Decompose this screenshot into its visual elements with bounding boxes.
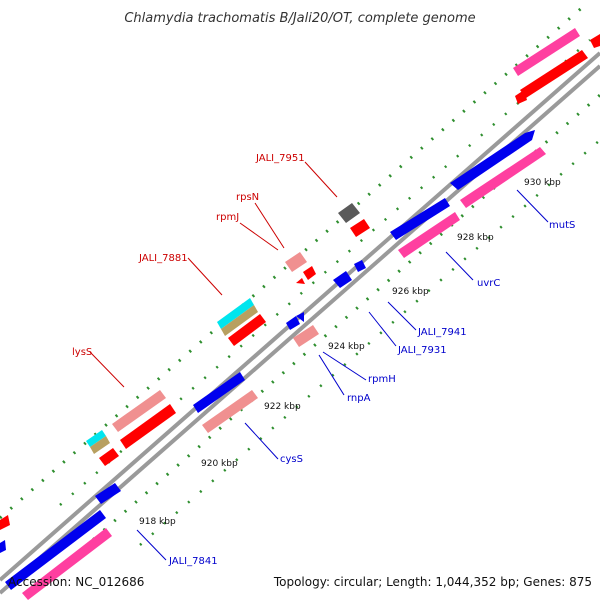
gene-cyan-small [86,430,106,447]
inner-tick-track-upper [59,39,591,506]
gene-blue-left-edge [0,540,6,553]
topology-text: Topology: circular; Length: 1,044,352 bp… [273,575,592,589]
gene-rpmH [286,316,300,330]
label-jali-7951: JALI_7951 [255,153,305,164]
label-uvrC: uvrC [477,278,500,289]
map-title: Chlamydia trachomatis B/Jali20/OT, compl… [124,11,475,26]
kbp-label-930: 930 kbp [524,178,561,188]
gene-rnpA [293,325,319,347]
gene-red-lysS [120,404,176,449]
red-leader-lines [89,161,338,388]
gene-rpmH-2 [296,312,304,322]
gene-blue-small-926 [354,260,366,272]
gene-jali-7841 [5,510,106,590]
label-rpmH: rpmH [368,374,396,385]
gene-jali-7941 [333,271,352,288]
gene-rpmJ [303,266,316,280]
kbp-label-926: 926 kbp [392,287,429,297]
gene-top-right-edge [590,34,600,48]
gene-blue-918 [95,483,121,504]
gene-pink-928 [398,212,460,258]
gene-tan-small [90,436,110,454]
kbp-label-920: 920 kbp [201,459,238,469]
label-rpsN: rpsN [236,192,259,203]
label-jali-7941: JALI_7941 [417,327,467,338]
gene-top-right-pink [513,28,580,76]
gene-pink-930 [460,147,546,208]
inner-tick-track-lower [139,139,600,546]
label-rpmJ: rpmJ [216,212,239,223]
label-mutS: mutS [549,220,575,231]
gene-jali-7881-cyan [217,298,254,329]
gene-pink-918 [22,528,112,600]
gene-rpsN [285,252,307,272]
accession-text: Accession: NC_012686 [8,575,144,589]
kbp-label-922: 922 kbp [264,402,301,412]
kbp-label-918: 918 kbp [139,517,176,527]
gene-cysS [193,372,245,413]
gene-rpmJ-small [296,278,305,284]
kbp-label-924: 924 kbp [328,342,365,352]
label-cysS: cysS [280,454,303,465]
gene-top-right-small [515,90,527,104]
gene-red-near-7951 [350,219,370,237]
gene-blue-930 [450,130,535,190]
blue-leader-lines [136,189,549,561]
label-rnpA: rnpA [347,393,371,404]
gene-jali-7881-tan [221,305,258,336]
label-jali-7931: JALI_7931 [397,345,447,356]
gene-jali-7951 [338,203,360,223]
gene-lysS [112,390,166,432]
label-jali-7881: JALI_7881 [138,253,188,264]
label-lysS: lysS [72,347,92,358]
gene-red-left-edge [0,515,10,530]
label-jali-7841: JALI_7841 [168,556,218,567]
gene-salmon-cysS [202,390,258,433]
kbp-label-928: 928 kbp [457,233,494,243]
gene-red-small [99,448,119,466]
gene-blue-928 [390,198,450,240]
gene-red-7881 [228,314,266,346]
gene-top-right-red [520,50,588,98]
